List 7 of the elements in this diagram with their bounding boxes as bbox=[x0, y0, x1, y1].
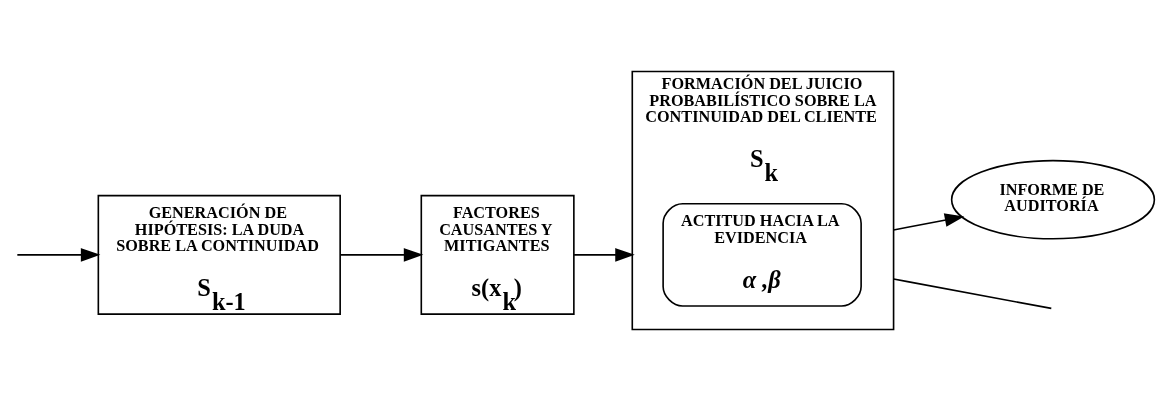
arrow bbox=[892, 213, 965, 231]
arrow bbox=[16, 248, 101, 262]
node-box: ACTITUD HACIA LA EVIDENCIA α ,β bbox=[662, 202, 862, 307]
connector bbox=[892, 278, 1053, 310]
arrow bbox=[339, 248, 424, 262]
arrow bbox=[573, 248, 635, 262]
node-ellipse: INFORME DE AUDITORÍA bbox=[950, 159, 1156, 240]
